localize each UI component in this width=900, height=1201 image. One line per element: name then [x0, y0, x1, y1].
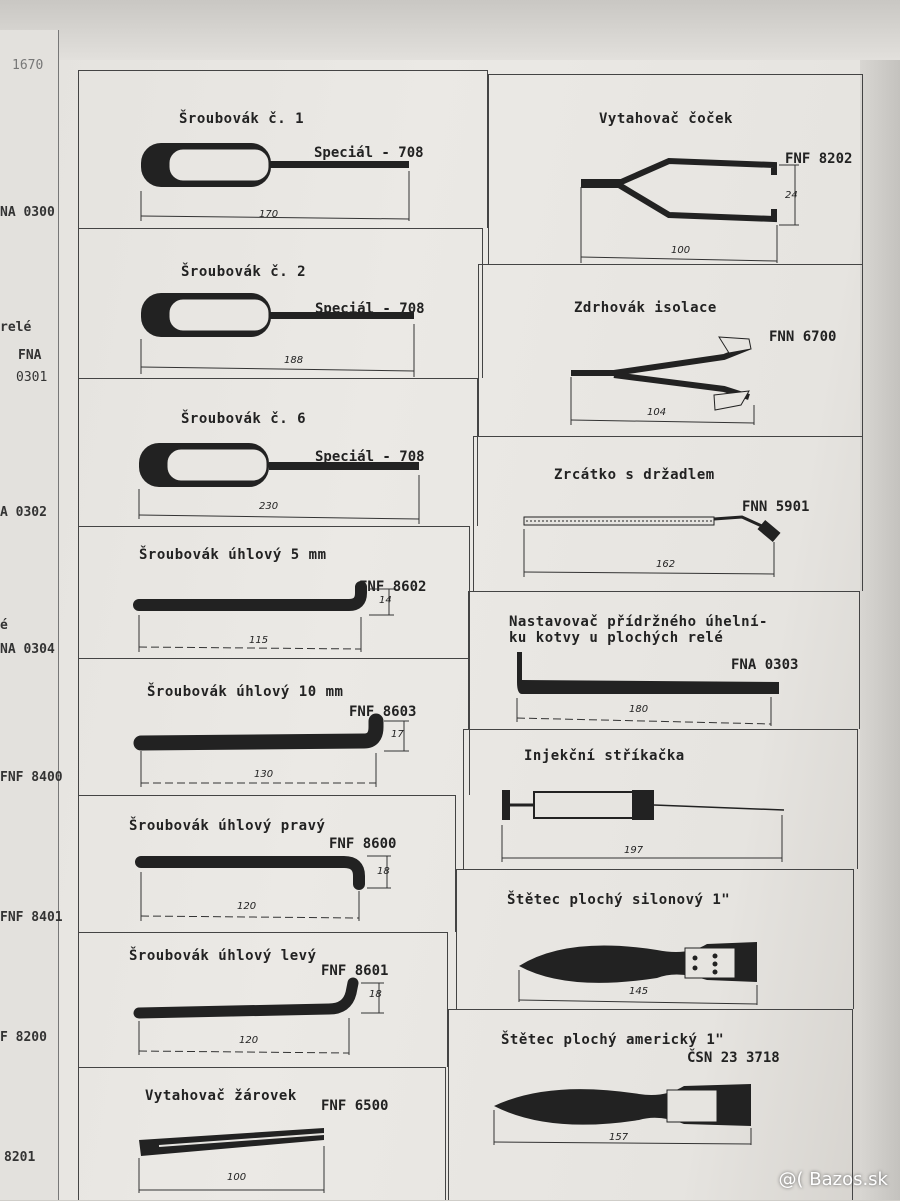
- height-dimension-label: 17: [391, 729, 404, 740]
- tool-title: Injekční stříkačka: [524, 748, 685, 764]
- tool-code: FNF 8602: [359, 579, 427, 595]
- tool-cell: Šroubovák č. 6 Speciál - 708 230: [78, 378, 478, 526]
- tool-cell: Šroubovák úhlový 5 mm FNF 8602 14 115: [78, 526, 470, 658]
- tool-title: Šroubovák č. 2: [181, 264, 307, 280]
- syringe-drawing: [501, 790, 785, 862]
- tool-cell: Injekční stříkačka 197: [463, 729, 858, 869]
- tool-title: Šroubovák č. 6: [181, 411, 307, 427]
- dimension-label: 130: [254, 769, 274, 780]
- bulb-puller-drawing: [138, 1128, 325, 1193]
- tool-code: FNN 5901: [742, 499, 810, 515]
- fragment: FNA: [18, 348, 42, 363]
- mirror-drawing: [523, 515, 781, 577]
- adjuster-drawing: [516, 652, 779, 726]
- fragment: relé: [0, 320, 32, 335]
- tool-title: Štětec plochý americký 1": [501, 1032, 725, 1048]
- tool-title: Šroubovák úhlový pravý: [129, 818, 326, 834]
- tool-code: FNF 8600: [329, 836, 397, 852]
- fragment: NA 0300: [0, 205, 55, 220]
- height-dimension-label: 14: [379, 595, 392, 606]
- lens-puller-drawing: [580, 157, 799, 263]
- tool-cell: Zdrhovák isolace FNN 6700 104: [478, 264, 863, 436]
- dimension-label: 188: [284, 355, 304, 366]
- tool-cell: Šroubovák č. 2 Speciál - 708 188: [78, 228, 483, 378]
- angled-screwdriver-drawing: [133, 977, 384, 1055]
- height-dimension-label: 24: [785, 190, 798, 201]
- tool-code: FNF 8601: [321, 963, 389, 979]
- screwdriver-drawing: [140, 293, 415, 377]
- tool-cell: Nastavovač přídržného úhelní- ku kotvy u…: [468, 591, 860, 729]
- tool-title: Nastavovač přídržného úhelní- ku kotvy u…: [509, 614, 768, 646]
- wire-stripper-drawing: [570, 336, 755, 425]
- dimension-label: 180: [629, 704, 649, 715]
- tool-code: ČSN 23 3718: [687, 1050, 780, 1066]
- angled-screwdriver-drawing: [133, 581, 394, 652]
- background-right: [860, 60, 900, 1200]
- fragment: 0301: [16, 370, 48, 385]
- background-top: [0, 0, 900, 60]
- dimension-label: 230: [259, 501, 279, 512]
- watermark: @( Bazos.sk: [778, 1169, 889, 1190]
- dimension-label: 100: [227, 1172, 247, 1183]
- tool-code: Speciál - 708: [314, 145, 424, 161]
- tool-title: Šroubovák č. 1: [179, 111, 305, 127]
- fragment: 8201: [4, 1150, 36, 1165]
- tool-cell: Šroubovák úhlový levý FNF 8601 18 120: [78, 932, 448, 1067]
- tool-title: Zrcátko s držadlem: [554, 467, 715, 483]
- dimension-label: 170: [259, 209, 279, 220]
- tool-cell: Vytahovač čoček FNF 8202 24 100: [488, 74, 863, 264]
- previous-page-strip: 1670 NA 0300 relé FNA 0301 A 0302 é NA 0…: [0, 30, 63, 1200]
- fragment: FNF 8401: [0, 910, 63, 925]
- dimension-label: 120: [237, 901, 257, 912]
- screwdriver-drawing: [138, 443, 420, 524]
- tool-code: FNF 8603: [349, 704, 417, 720]
- tool-code: Speciál - 708: [315, 449, 425, 465]
- tool-cell: Šroubovák č. 1 Speciál - 708 170: [78, 70, 488, 228]
- dimension-label: 115: [249, 635, 269, 646]
- height-dimension-label: 18: [377, 866, 390, 877]
- tool-title: Šroubovák úhlový levý: [129, 948, 317, 964]
- tool-title: Šroubovák úhlový 10 mm: [147, 684, 344, 700]
- fragment: F 8200: [0, 1030, 47, 1045]
- tool-title: Vytahovač žárovek: [145, 1088, 297, 1104]
- fragment: NA 0304: [0, 642, 55, 657]
- tool-code: FNA 0303: [731, 657, 799, 673]
- fragment: FNF 8400: [0, 770, 63, 785]
- angled-screwdriver-drawing: [135, 855, 391, 921]
- flat-brush-drawing: [493, 1084, 752, 1145]
- tool-cell: Štětec plochý silonový 1" 145: [456, 869, 854, 1009]
- dimension-label: 197: [624, 845, 644, 856]
- fragment: 1670: [12, 58, 44, 73]
- tool-cell: Šroubovák úhlový 10 mm FNF 8603 17 130: [78, 658, 470, 795]
- fragment: A 0302: [0, 505, 47, 520]
- tool-code: FNF 6500: [321, 1098, 389, 1114]
- tool-catalog-sheet: Šroubovák č. 1 Speciál - 708 170 Šroubov…: [78, 62, 878, 1200]
- tool-code: FNN 6700: [769, 329, 837, 345]
- dimension-label: 157: [609, 1132, 629, 1143]
- tool-cell: Šroubovák úhlový pravý FNF 8600 18 120: [78, 795, 456, 932]
- fragment: é: [0, 618, 8, 633]
- tool-cell: Vytahovač žárovek FNF 6500 100: [78, 1067, 446, 1200]
- tool-code: FNF 8202: [785, 151, 853, 167]
- tool-title: Štětec plochý silonový 1": [507, 892, 731, 908]
- tool-title: Zdrhovák isolace: [574, 300, 717, 316]
- dimension-label: 120: [239, 1035, 259, 1046]
- tool-title: Vytahovač čoček: [599, 111, 733, 127]
- height-dimension-label: 18: [369, 989, 382, 1000]
- tool-cell: Štětec plochý americký 1" ČSN 23 3718 15…: [448, 1009, 853, 1200]
- tool-title: Šroubovák úhlový 5 mm: [139, 547, 327, 563]
- angled-screwdriver-drawing: [133, 713, 409, 787]
- tool-cell: Zrcátko s držadlem FNN 5901 162: [473, 436, 863, 591]
- dimension-label: 100: [671, 245, 691, 256]
- dimension-label: 162: [656, 559, 676, 570]
- flat-brush-drawing: [518, 942, 758, 1005]
- dimension-label: 104: [647, 407, 667, 418]
- screwdriver-drawing: [140, 143, 410, 221]
- dimension-label: 145: [629, 986, 649, 997]
